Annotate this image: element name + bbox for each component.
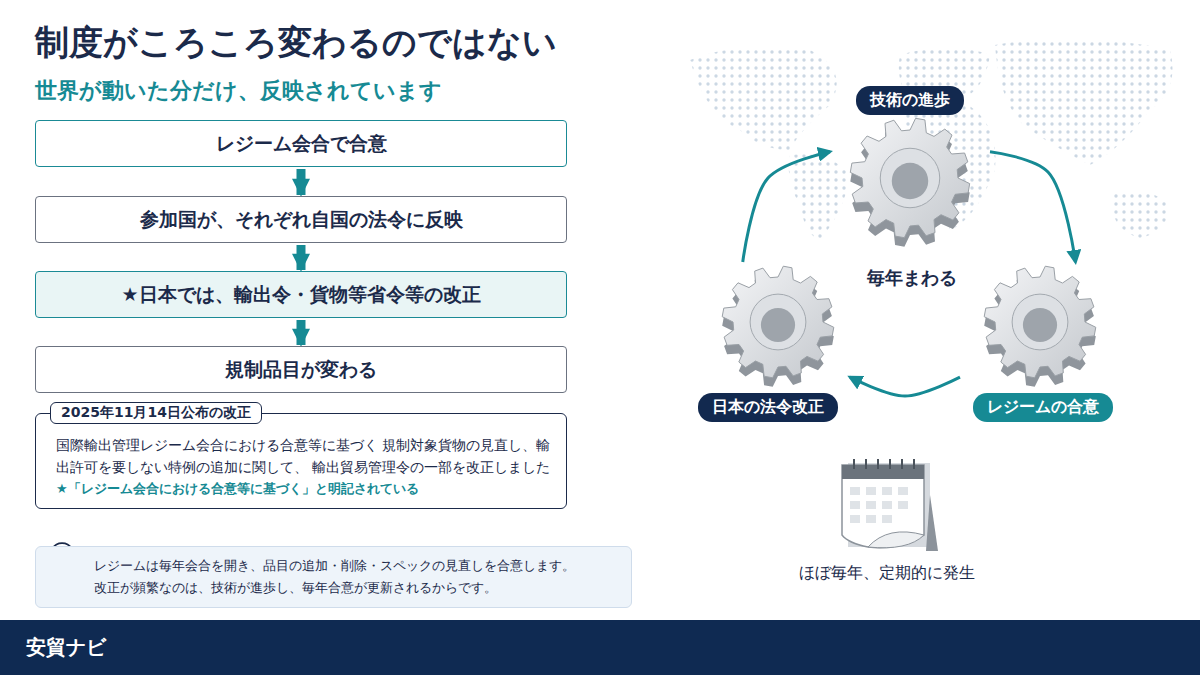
tip-text: レジームは毎年会合を開き、品目の追加・削除・スペックの見直しを合意します。 改正… (94, 555, 591, 599)
gear-illustration (722, 118, 1096, 387)
footer-band (0, 620, 1200, 675)
step-pill: 技術の進歩 (856, 86, 964, 115)
process-box: レジーム会合で合意 (35, 120, 567, 167)
gear-ring (750, 294, 806, 350)
cycle-step: レジームの合意 (960, 262, 1125, 422)
note-body: 国際輸出管理レジーム会合における合意等に基づく 規制対象貨物の見直し、輸出許可を… (56, 434, 552, 479)
gear-hole (1023, 308, 1057, 342)
cycle-arrow (990, 152, 1076, 262)
box-label: 規制品目が変わる (225, 357, 377, 383)
process-box: 規制品目が変わる (35, 346, 567, 393)
title: 制度がころころ変わるのではない (35, 20, 557, 66)
tip-box: レジームは毎年会合を開き、品目の追加・削除・スペックの見直しを合意します。 改正… (35, 546, 632, 608)
gear (722, 266, 834, 387)
box-label: レジーム会合で合意 (216, 131, 387, 157)
gear-hole (892, 163, 928, 199)
step-pill: 日本の法令改正 (698, 393, 838, 422)
flow-arrow (297, 245, 306, 270)
note-header: 2025年11月14日公布の改正 (50, 402, 262, 424)
box-label: 参加国が、それぞれ自国の法令に反映 (140, 207, 463, 233)
gear-face (722, 266, 834, 378)
step-pill: レジームの合意 (973, 393, 1113, 422)
gear-ring (880, 148, 940, 208)
gear-face (850, 118, 969, 237)
process-box: 参加国が、それぞれ自国の法令に反映 (35, 196, 567, 243)
note-highlight: ★「レジーム会合における合意等に基づく」と明記されている (56, 479, 552, 500)
gear (984, 266, 1096, 387)
note-box: 2025年11月14日公布の改正国際輸出管理レジーム会合における合意等に基づく … (35, 413, 567, 509)
cycle-arrow (743, 152, 830, 262)
gear-hole (761, 308, 795, 342)
cycle-step: 技術の進歩 (830, 86, 990, 232)
process-box: ★日本では、輸出令・貨物等省令等の改正 (35, 271, 567, 318)
calendar-caption: ほぼ毎年、定期的に発生 (799, 563, 975, 584)
cycle-caption: 毎年まわる (867, 266, 957, 290)
cycle-arrow (850, 377, 960, 396)
box-label: ★日本では、輸出令・貨物等省令等の改正 (121, 282, 480, 308)
flow-arrow (297, 320, 306, 345)
gear (850, 118, 969, 246)
subtitle: 世界が動いた分だけ、反映されています (35, 76, 442, 106)
cycle-step: 日本の法令改正 (685, 262, 850, 422)
calendar-icon (842, 459, 938, 551)
brand-name: 安貿ナビ (26, 634, 106, 661)
world-map (690, 39, 1173, 240)
flow-arrow (297, 169, 306, 195)
gear-ring (1012, 294, 1068, 350)
gear-face (984, 266, 1096, 378)
